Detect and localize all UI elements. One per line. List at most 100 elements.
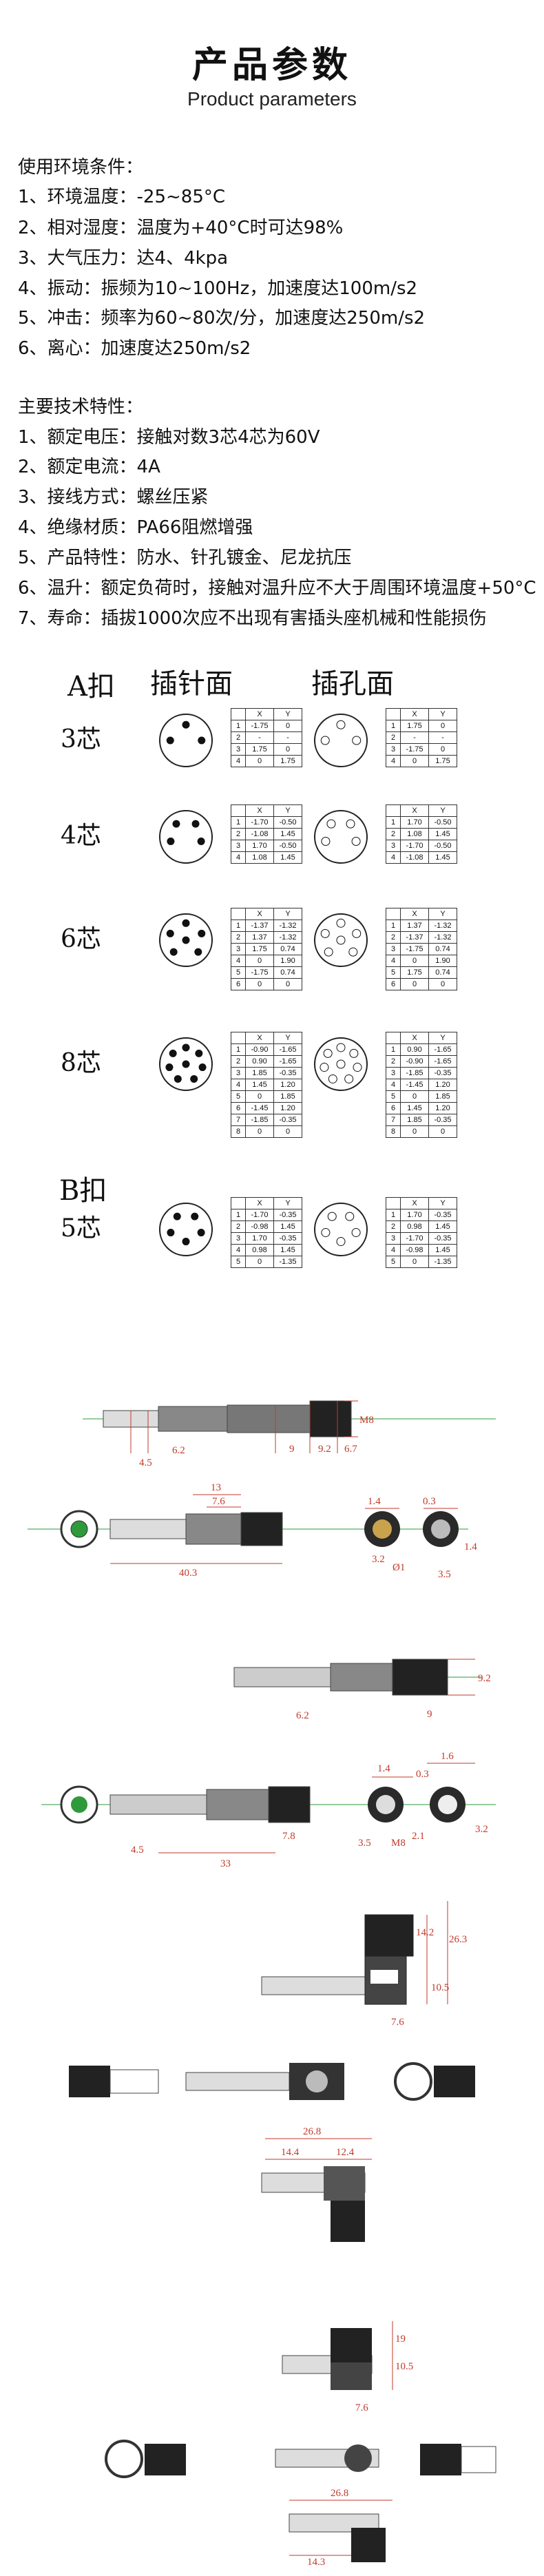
contact-1 [174,1074,182,1083]
contact-4 [336,720,346,729]
table-header-cell: X [400,708,429,720]
table-cell: 1.45 [428,828,457,840]
table-header-cell: Y [273,1032,302,1044]
face-outline [159,913,213,967]
table-header-cell: Y [428,1197,457,1209]
tech-item-3: 3、接线方式：螺丝压紧 [18,487,209,508]
contact-1 [351,1228,361,1238]
table-cell: 7 [231,1114,246,1126]
table-cell: 1.45 [400,1102,429,1114]
env-item-6: 6、离心：加速度达250m/s2 [18,338,251,359]
table-cell: -1.32 [273,920,302,932]
dim-1-6.7: 6.7 [344,1444,357,1455]
hole-face-diagram-4 [314,1203,368,1256]
table-cell: -1.85 [245,1114,274,1126]
dim-6-26.8: 26.8 [303,2126,321,2137]
table-cell: 0 [400,1125,429,1138]
table-cell: 1.85 [273,1090,302,1103]
table-cell: 1.75 [273,755,302,767]
table-cell: -0.35 [273,1114,302,1126]
table-cell: 3 [386,1232,401,1245]
table-cell: 6 [386,978,401,990]
table-cell: 1.45 [428,1221,457,1233]
table-cell: 3 [231,943,246,955]
dim-3-9: 9 [427,1709,432,1720]
contact-1 [167,838,175,845]
table-cell: 1.45 [245,1079,274,1091]
table-cell: 3 [231,1232,246,1245]
table-cell: -1.35 [273,1256,302,1268]
dim-6-12.4: 12.4 [336,2147,355,2158]
table-cell: -1.70 [245,816,274,829]
dim-2-13: 13 [211,1482,221,1493]
right-angle-top-drawing: 26.8 14.4 12.4 [261,2126,372,2242]
env-item-2: 2、相对湿度：温度为+40°C时可达98% [18,218,344,238]
female-straight-dimension-drawing: 1.4 1.6 0.3 4.5 7.8 33 3.5 M8 2.1 3.2 [41,1751,496,1869]
face-outline [314,1037,368,1091]
contact-5 [182,1238,190,1246]
table-cell: 1.45 [273,1221,302,1233]
env-item-3: 3、大气压力：达4、4kpa [18,248,229,269]
table-header-cell: Y [428,1032,457,1044]
table-cell: 2 [231,828,246,840]
table-row: 3-1.85-0.35 [386,1067,457,1079]
table-cell: -0.98 [245,1221,274,1233]
contact-4 [323,1048,333,1058]
table-row: 1-1.70-0.35 [231,1209,302,1221]
table-header-cell: X [400,804,429,817]
right-angle-variant-views-drawing: 26.8 14.3 [105,2440,496,2568]
table-cell: 8 [386,1125,401,1138]
dim-4-0.3: 0.3 [416,1769,429,1780]
table-cell: -1.08 [400,851,429,864]
face-outline [159,1037,213,1091]
table-cell: 0 [245,755,274,767]
straight-connector-dimension-drawing: 13 7.6 40.3 1.4 0.3 3.2 Ø1 1.4 3.5 [28,1482,477,1580]
table-row: 3-1.70-0.35 [386,1232,457,1245]
table-cell: - [245,731,274,744]
table-cell: 4 [386,851,401,864]
table-header-cell: Y [428,804,457,817]
table-cell: 3 [386,840,401,852]
contact-1 [166,736,174,745]
contact-4 [336,918,346,928]
table-header-cell: X [245,1197,274,1209]
dim-3-9.2: 9.2 [478,1673,491,1684]
straight-connector-side-drawing: 4.5 6.2 9 9.2 6.7 M8 [83,1400,496,1468]
dim-7-19: 19 [395,2334,406,2345]
table-cell: -1.37 [245,920,274,932]
table-cell: 0 [400,978,429,990]
core-label-4: 5芯 [61,1214,101,1243]
table-cell: 1 [386,1209,401,1221]
table-cell: 0 [428,1125,457,1138]
table-header-cell: Y [273,804,302,817]
table-cell: -1.45 [245,1102,274,1114]
table-cell: -0.35 [273,1232,302,1245]
dim-2-3.5: 3.5 [438,1569,451,1580]
contact-5 [336,1237,346,1247]
core-label-1: 4芯 [61,822,101,850]
table-cell: 1.45 [273,828,302,840]
hole-face-diagram-0 [314,714,368,767]
page-title: 产品参数 [191,45,352,86]
table-cell: 0.74 [428,943,457,955]
dim-4-3.2: 3.2 [475,1824,488,1835]
contact-5 [166,929,174,937]
table-cell: -1.35 [428,1256,457,1268]
face-outline [159,714,213,767]
contact-6 [336,935,346,945]
table-cell: 0 [428,978,457,990]
contact-3 [198,1063,207,1072]
contact-3 [198,736,206,745]
contact-6 [349,1048,359,1058]
table-cell: 1.08 [400,828,429,840]
